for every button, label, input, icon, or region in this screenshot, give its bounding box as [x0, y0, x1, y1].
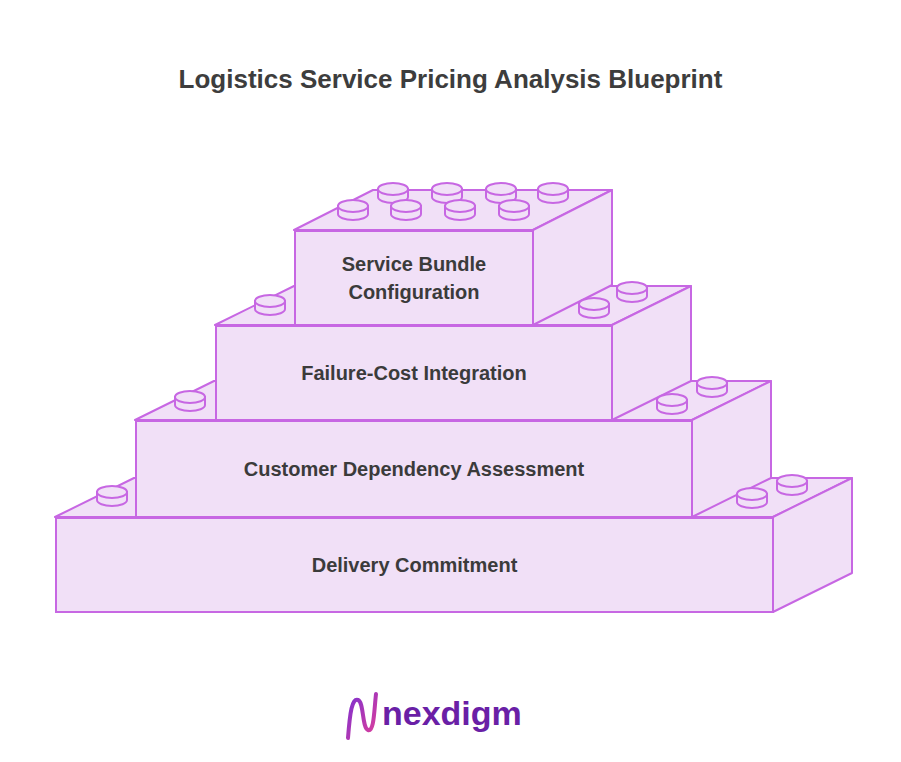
brick-side: [773, 478, 852, 612]
brick-stud: [538, 183, 568, 203]
lego-brick: Customer Dependency Assessment: [135, 420, 693, 518]
brick-stud: [499, 200, 529, 220]
diagram-title: Logistics Service Pricing Analysis Bluep…: [0, 64, 901, 95]
lego-brick: Failure-Cost Integration: [215, 325, 613, 421]
brick-stud: [338, 200, 368, 220]
brick-label: Delivery Commitment: [312, 551, 518, 579]
brick-stud: [97, 486, 127, 506]
brick-label: Customer Dependency Assessment: [244, 455, 585, 483]
brick-stud: [175, 391, 205, 411]
brick-stud: [777, 475, 807, 495]
logo-wordmark: nexdigm: [382, 694, 522, 733]
lego-brick: Delivery Commitment: [55, 517, 774, 613]
brick-stud: [737, 488, 767, 508]
brick-stud: [255, 295, 285, 315]
brick-stud: [657, 394, 687, 414]
brick-stud: [391, 200, 421, 220]
brick-stud: [445, 200, 475, 220]
brick-side: [612, 286, 691, 420]
brick-label: Failure-Cost Integration: [301, 359, 527, 387]
logo-icon: [348, 694, 376, 738]
brick-side: [692, 381, 771, 517]
brick-stud: [617, 282, 647, 302]
brick-stud: [697, 377, 727, 397]
lego-brick: Service Bundle Configuration: [294, 230, 534, 326]
brick-side: [533, 190, 612, 325]
brick-stud: [579, 298, 609, 318]
brick-label: Service Bundle Configuration: [326, 250, 502, 306]
